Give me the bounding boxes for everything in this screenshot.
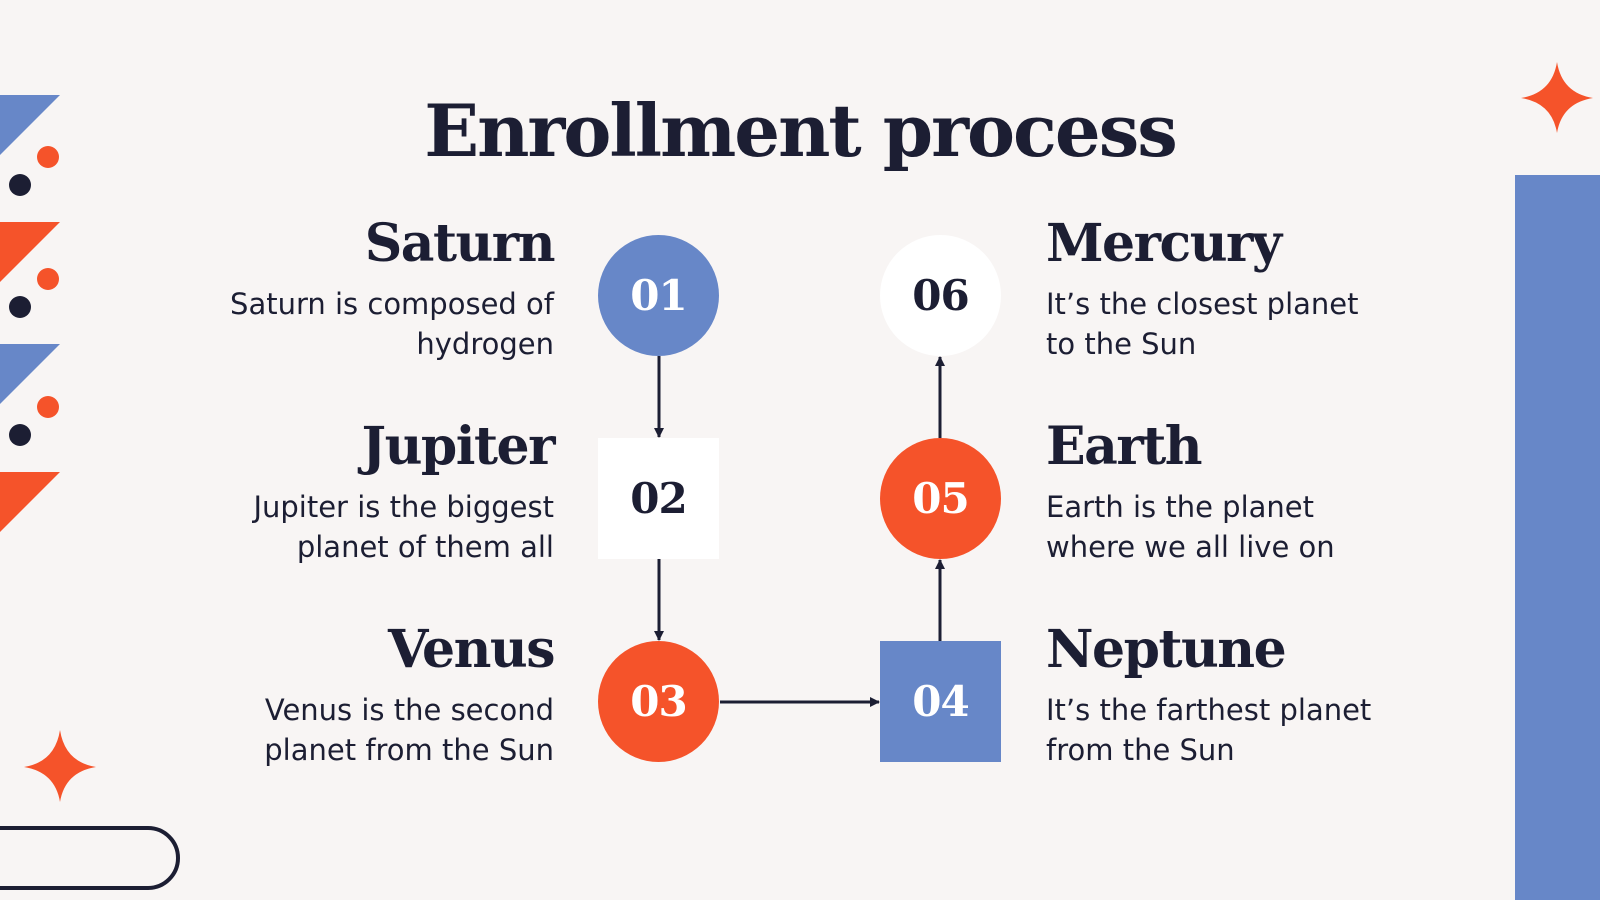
step-name-mercury: Mercury	[1046, 213, 1282, 274]
page-title: Enrollment process	[424, 88, 1178, 173]
dot-shape	[9, 424, 31, 446]
step-desc-jupiter: Jupiter is the biggest planet of them al…	[253, 490, 554, 564]
step-name-venus: Venus	[387, 619, 556, 680]
step-desc-neptune: It’s the farthest planet from the Sun	[1046, 693, 1372, 767]
dot-shape	[9, 296, 31, 318]
pill-outline	[0, 826, 180, 890]
step-node-06: 06	[880, 235, 1001, 356]
triangle-shape	[0, 222, 60, 282]
step-name-jupiter: Jupiter	[361, 416, 555, 477]
step-node-03: 03	[598, 641, 719, 762]
step-name-saturn: Saturn	[364, 213, 556, 274]
dot-shape	[37, 268, 59, 290]
step-desc-saturn: Saturn is composed of hydrogen	[230, 287, 554, 361]
step-node-05: 05	[880, 438, 1001, 559]
step-name-earth: Earth	[1046, 416, 1203, 477]
step-desc-venus: Venus is the second planet from the Sun	[264, 693, 554, 767]
dot-shape	[37, 146, 59, 168]
side-bar	[1515, 175, 1600, 900]
dot-shape	[9, 174, 31, 196]
step-name-neptune: Neptune	[1046, 619, 1287, 680]
step-desc-mercury: It’s the closest planet to the Sun	[1046, 287, 1359, 361]
triangle-shape	[0, 95, 60, 155]
step-desc-earth: Earth is the planet where we all live on	[1046, 490, 1335, 564]
step-node-01: 01	[598, 235, 719, 356]
dot-shape	[37, 396, 59, 418]
star-icon	[1521, 62, 1593, 133]
triangle-shape	[0, 472, 60, 532]
step-node-02: 02	[598, 438, 719, 559]
star-icon	[24, 730, 96, 802]
triangle-shape	[0, 344, 60, 404]
step-node-04: 04	[880, 641, 1001, 762]
